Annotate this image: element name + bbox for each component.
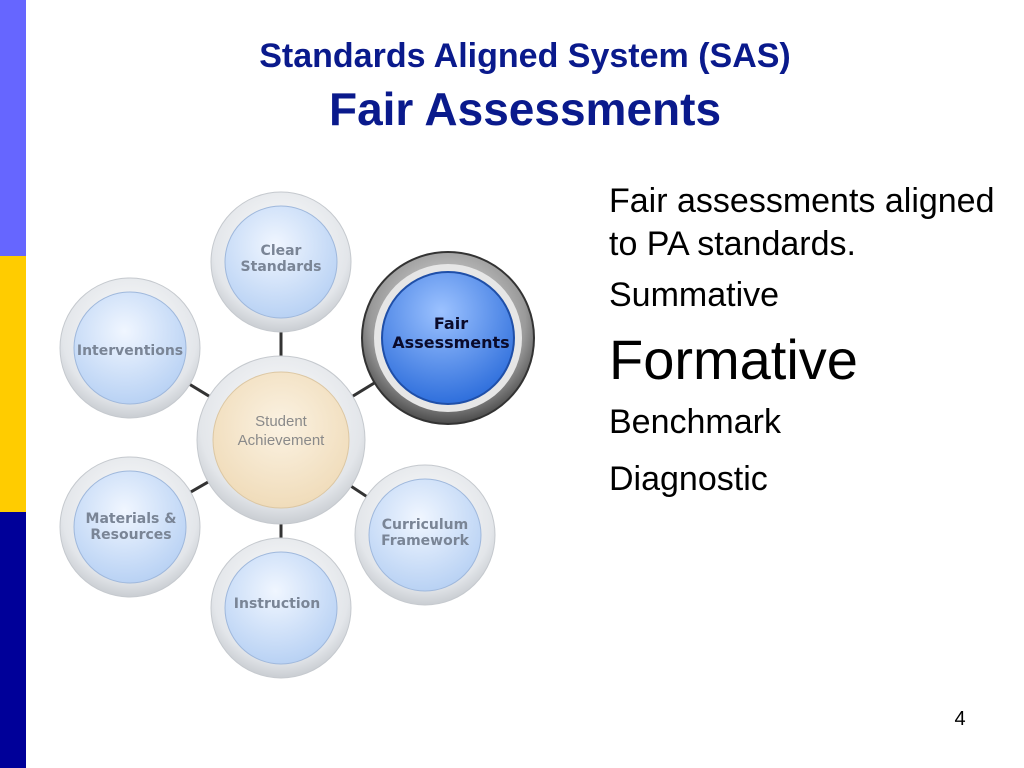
label-clear-standards-line2: Standards (240, 259, 322, 275)
label-materials-resources-line1: Materials & (85, 511, 177, 527)
label-fair-assessments: Fair Assessments (392, 314, 509, 352)
node-fair-assessments (361, 251, 535, 425)
label-materials-resources: Materials & Resources (86, 511, 177, 543)
title-line-1: Standards Aligned System (SAS) (259, 37, 791, 75)
label-interventions: Interventions (77, 343, 183, 359)
bullet-diagnostic: Diagnostic (609, 460, 768, 498)
side-bar-bottom (0, 512, 26, 768)
label-clear-standards: Clear Standards (241, 243, 322, 275)
page-number: 4 (954, 708, 966, 730)
label-curriculum-framework-line2: Framework (381, 533, 469, 549)
slide-title: Standards Aligned System (SAS) Fair Asse… (26, 36, 1024, 136)
title-line-2: Fair Assessments (328, 83, 722, 135)
node-materials-resources (59, 456, 201, 598)
node-clear-standards (210, 191, 352, 333)
label-curriculum-framework: Curriculum Framework (381, 517, 469, 549)
label-curriculum-framework-line1: Curriculum (381, 517, 469, 533)
bullet-list: Fair assessments aligned to PA standards… (609, 180, 1009, 501)
label-fair-assessments-line1: Fair (433, 314, 469, 333)
bullet-fair-assessments: Fair assessments aligned to PA standards… (609, 182, 995, 263)
label-instruction-line1: Instruction (233, 596, 321, 612)
side-bar-middle (0, 256, 26, 512)
bullet-formative: Formative (609, 328, 858, 391)
label-fair-assessments-line2: Assessments (392, 333, 510, 352)
label-student-achievement: Student Achievement (237, 413, 325, 449)
label-clear-standards-line1: Clear (260, 243, 302, 259)
node-interventions (59, 277, 201, 419)
label-instruction: Instruction (234, 596, 320, 612)
side-bar-top (0, 0, 26, 256)
label-interventions-line1: Interventions (76, 343, 184, 359)
node-curriculum-framework (354, 464, 496, 606)
label-materials-resources-line2: Resources (90, 527, 172, 543)
bullet-benchmark: Benchmark (609, 403, 781, 441)
node-student-achievement (196, 355, 366, 525)
node-instruction (210, 537, 352, 679)
bullet-summative: Summative (609, 276, 780, 314)
